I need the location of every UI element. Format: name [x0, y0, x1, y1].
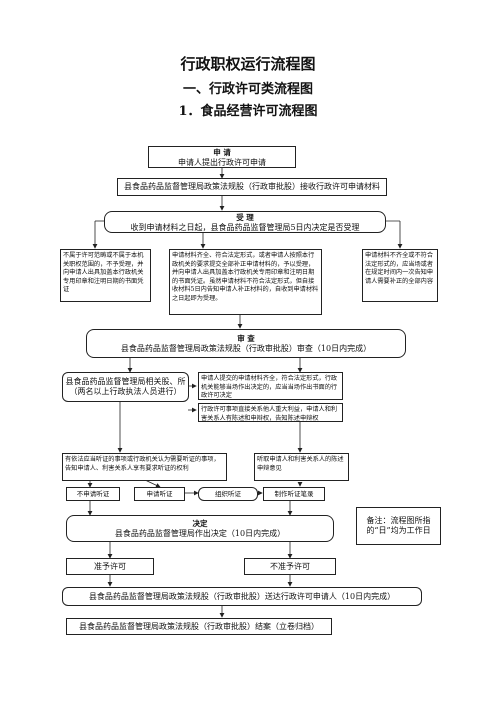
decision-box: 决定 县食品药品监督管理局作出决定（10日内完成）: [66, 515, 334, 542]
review-dept-box: 县食品药品监督管理局相关股、所（两名以上行政执法人员进行）: [62, 372, 189, 402]
page-title: 行政职权运行流程图: [180, 55, 316, 73]
apply-head: 申 请: [213, 147, 231, 157]
subsection-title: 1．食品经营许可流程图: [178, 104, 318, 119]
hearing-record-button: 制作听证笔录: [263, 487, 325, 501]
statement-note-box: 听取申请人和利害关系人的陈述申辩意见: [254, 453, 349, 481]
archive-box: 县食品药品监督管理局政策法规股（行政审批股）结案（立卷归档）: [66, 618, 332, 635]
review-head: 审 查: [237, 334, 255, 343]
approve-box: 准予许可: [66, 558, 154, 575]
branch-left-box: 不属于许可范畴或不属于本机关职权范围的，不予受理，并向申请人出具加盖本行政机关专…: [60, 249, 151, 302]
apply-text: 申请人提出行政许可申请: [178, 157, 266, 167]
decision-head: 决定: [192, 519, 208, 528]
apply-box: 申 请 申请人提出行政许可申请: [148, 146, 296, 168]
review-note-1: 申请人提交的申请材料齐全，符合法定形式，行政机关能够当场作出决定的，应当当场作出…: [198, 372, 343, 400]
organize-hearing-button: 组织听证: [198, 487, 258, 501]
review-box: 审 查 县食品药品监督管理局政策法规股（行政审批股）审查（10日内完成）: [86, 329, 406, 358]
apply-hearing-button: 申请听证: [134, 487, 185, 501]
remark-box: 备注：流程图所指的“日”均为工作日: [356, 507, 441, 545]
no-hearing-button: 不申请听证: [66, 487, 120, 501]
decision-text: 县食品药品监督管理局作出决定（10日内完成）: [114, 529, 286, 538]
accept-box: 受 理 收到申请材料之日起，县食品药品监督管理局5日内决定是否受理: [104, 211, 386, 233]
review-text: 县食品药品监督管理局政策法规股（行政审批股）审查（10日内完成）: [120, 344, 372, 353]
section-title: 一、行政许可类流程图: [182, 82, 313, 97]
review-note-2: 行政许可事项直接关系他人重大利益，申请人和利害关系人有陈述和申辩权，告知陈述申辩…: [198, 403, 343, 422]
accept-head: 受 理: [236, 212, 254, 222]
deliver-box: 县食品药品监督管理局政策法规股（行政审批股）送达行政许可申请人（10日内完成）: [62, 587, 422, 606]
branch-mid-box: 申请材料齐全、符合法定形式，或者申请人按照本行政机关的要求提交全部补正申请材料的…: [169, 249, 322, 315]
branch-right-box: 申请材料不齐全或不符合法定形式的，应当场或者在规定时间内一次告知申请人需要补正的…: [362, 249, 438, 302]
accept-text: 收到申请材料之日起，县食品药品监督管理局5日内决定是否受理: [130, 222, 360, 232]
receive-box: 县食品药品监督管理局政策法规股（行政审批股）接收行政许可申请材料: [117, 178, 387, 196]
hearing-note-box: 有依法应当听证的事项或行政机关认为需要听证的事项，告知申请人、利害关系人享有要求…: [62, 453, 227, 481]
reject-box: 不准予许可: [244, 558, 336, 575]
